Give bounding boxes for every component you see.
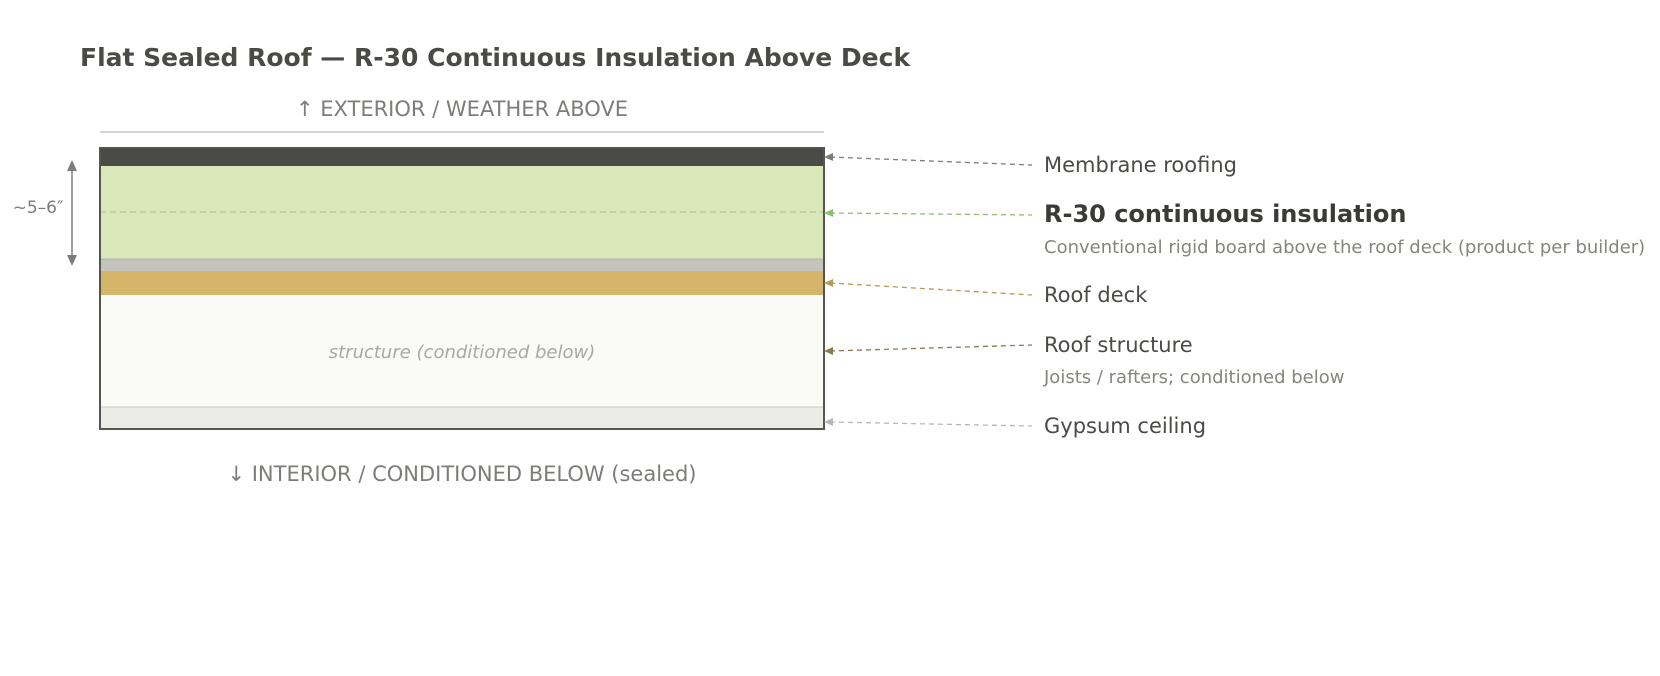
- insulation-label: R-30 continuous insulation: [1044, 200, 1406, 228]
- gypsum-leader-arrow-icon: [824, 418, 833, 426]
- structure-sublabel: Joists / rafters; conditioned below: [1043, 367, 1344, 388]
- dimension-label: ~5–6″: [13, 198, 64, 218]
- gypsum-layer: [100, 407, 824, 429]
- insulation-leader: [829, 212, 1033, 216]
- structure-note: structure (conditioned below): [329, 342, 596, 363]
- interior-label: ↓ INTERIOR / CONDITIONED BELOW (sealed): [227, 462, 696, 486]
- leader-lines: [824, 153, 1033, 427]
- deck-layer: [100, 271, 824, 295]
- membrane-leader: [829, 156, 1033, 166]
- membrane-layer: [100, 148, 824, 166]
- deck-label: Roof deck: [1044, 283, 1148, 307]
- insulation-sublabel: Conventional rigid board above the roof …: [1044, 237, 1645, 258]
- exterior-label: ↑ EXTERIOR / WEATHER ABOVE: [296, 97, 628, 121]
- thickness-dimension: ~5–6″: [13, 160, 77, 266]
- gypsum-leader: [829, 421, 1033, 427]
- structure-leader: [829, 344, 1033, 352]
- layer-labels: Membrane roofing R-30 continuous insulat…: [1043, 153, 1645, 438]
- dimension-arrow-up-icon: [67, 160, 77, 171]
- insulation-leader-arrow-icon: [824, 209, 833, 217]
- stack-outline: [99, 147, 825, 430]
- membrane-leader-arrow-icon: [824, 153, 833, 161]
- structure-layer: [100, 295, 824, 407]
- layer-stack: structure (conditioned below): [99, 147, 825, 430]
- diagram-title: Flat Sealed Roof — R-30 Continuous Insul…: [80, 43, 911, 72]
- membrane-label: Membrane roofing: [1044, 153, 1237, 177]
- dimension-arrow-down-icon: [67, 255, 77, 266]
- deck-leader-arrow-icon: [824, 279, 833, 287]
- deck-leader: [829, 282, 1033, 296]
- structure-label: Roof structure: [1044, 333, 1193, 357]
- gypsum-label: Gypsum ceiling: [1044, 414, 1206, 438]
- separator-layer: [100, 259, 824, 271]
- structure-leader-arrow-icon: [824, 347, 833, 355]
